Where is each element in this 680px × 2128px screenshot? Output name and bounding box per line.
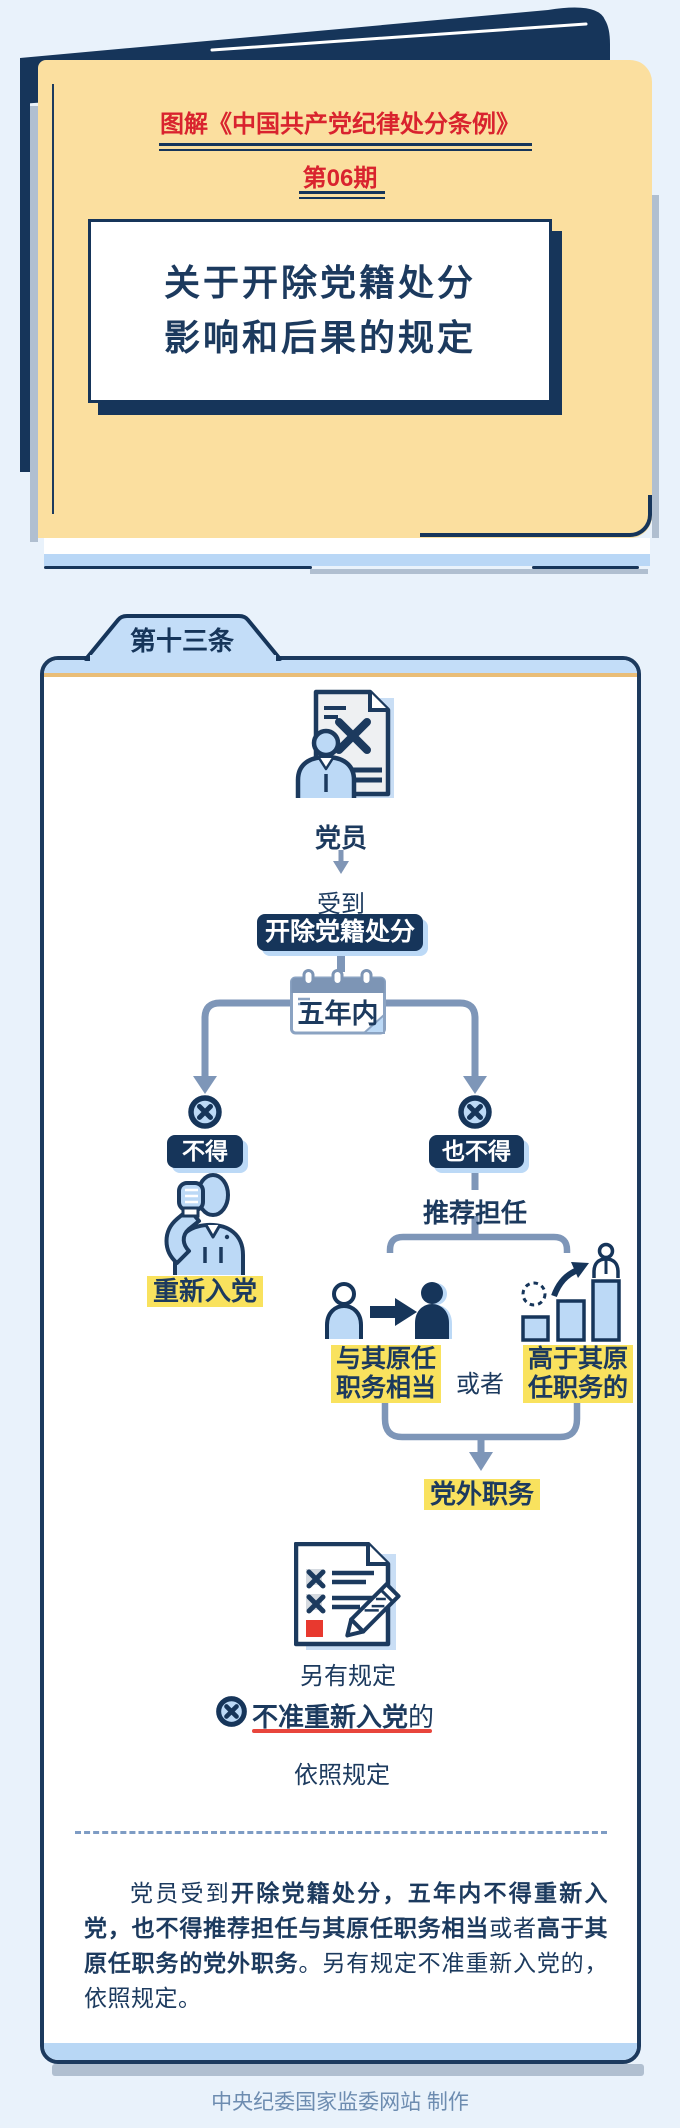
book-pages-line-right: [532, 566, 639, 569]
folder-orange-rule: [44, 673, 637, 677]
folder-bottom-band: [44, 2043, 637, 2060]
outside-post-highlight: 党外职务: [424, 1479, 540, 1510]
receive-label: 受到: [317, 891, 365, 918]
down-arrow-icon: [333, 850, 349, 874]
rejoin-highlight: 重新入党: [147, 1276, 263, 1307]
issue-underline-thick: [299, 191, 385, 194]
book-pages-white: [44, 538, 650, 554]
footer-credit: 中央纪委国家监委网站 制作: [211, 2091, 469, 2114]
left-no-badge: 不得: [167, 1135, 243, 1168]
book-pages-line-left: [44, 566, 312, 569]
article-tab-label: 第十三条: [129, 626, 234, 656]
per-rule-label: 依照规定: [294, 1762, 390, 1789]
series-underline-thick: [159, 143, 532, 146]
series-underline-thin: [159, 149, 532, 151]
option-left-line2: 职务相当: [331, 1374, 441, 1403]
folder-top-band: [44, 660, 637, 673]
cover-bottom-border: [420, 495, 652, 537]
summary-paragraph: 党员受到开除党籍处分，五年内不得重新入党，也不得推荐担任与其原任职务相当或者高于…: [84, 1880, 609, 2011]
person-transfer-icon: [325, 1282, 452, 1339]
cover-shadow-left: [30, 106, 38, 542]
dashed-divider: [75, 1831, 607, 1834]
oath-fist-person-icon: [164, 1173, 245, 1275]
cover-title-box: 关于开除党籍处分 影响和后果的规定: [88, 219, 552, 403]
article-tab-shape: [84, 614, 282, 661]
member-label: 党员: [314, 823, 367, 853]
back-cover-edge: [20, 58, 30, 472]
no-rejoin-red-underline: [252, 1729, 432, 1733]
expelled-member-document-icon: [295, 689, 394, 798]
page-title: 关于开除党籍处分 影响和后果的规定: [91, 222, 549, 365]
checklist-pencil-icon: [294, 1542, 401, 1650]
cover-shadow-right: [652, 195, 659, 538]
period-label: 五年内: [297, 999, 379, 1029]
other-rule-label: 另有规定: [300, 1663, 396, 1690]
issue-underline-thin: [299, 197, 385, 199]
option-right-line1: 高于其原: [523, 1345, 633, 1374]
flow-connectors: [193, 952, 581, 1471]
title-line-1: 关于开除党籍处分: [163, 262, 476, 303]
title-line-2: 影响和后果的规定: [163, 317, 476, 358]
book-pages-blue: [44, 554, 650, 566]
folder-shadow: [52, 2064, 644, 2076]
cover-margin-line: [52, 84, 54, 514]
rising-bars-promotion-icon: [521, 1242, 621, 1342]
circled-x-icon-right: [458, 1095, 492, 1129]
calendar-icon: [290, 969, 386, 1035]
option-right-line2: 任职务的: [523, 1374, 633, 1403]
book-pages-shadow: [310, 569, 648, 574]
option-left-line1: 与其原任: [331, 1345, 441, 1374]
no-rejoin-line: 不准重新入党的: [252, 1697, 472, 1734]
or-label: 或者: [456, 1371, 504, 1398]
option-left-highlight: 与其原任 职务相当: [331, 1345, 441, 1403]
issue-label: 第06期: [302, 165, 378, 192]
circled-x-icon-inline: [216, 1696, 247, 1727]
option-right-highlight: 高于其原 任职务的: [523, 1345, 633, 1403]
no-rejoin-suffix: 的: [408, 1702, 435, 1732]
right-no-badge: 也不得: [429, 1135, 524, 1168]
punishment-badge: 开除党籍处分: [257, 914, 423, 951]
recommend-label: 推荐担任: [422, 1198, 527, 1228]
series-title: 图解《中国共产党纪律处分条例》: [160, 111, 520, 138]
circled-x-icon-left: [188, 1095, 222, 1129]
no-rejoin-text: 不准重新入党: [252, 1702, 409, 1732]
